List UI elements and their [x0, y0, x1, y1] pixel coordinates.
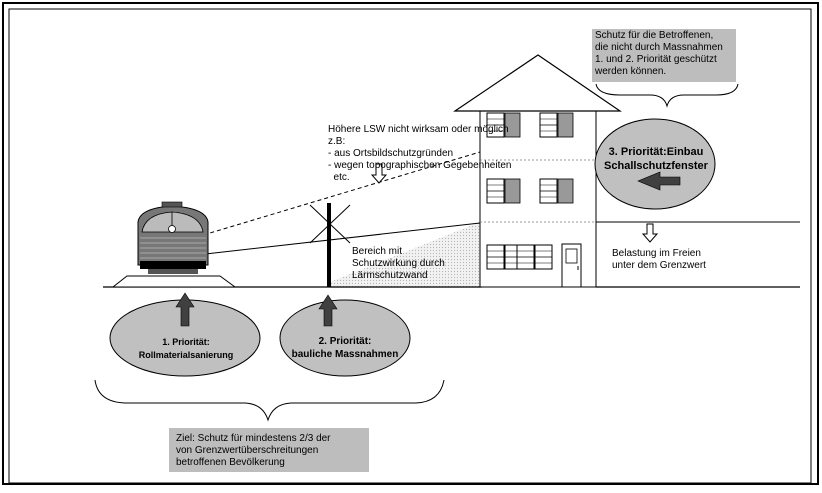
noise-wall [327, 203, 331, 287]
cross-line-2 [309, 204, 351, 244]
inner-frame [8, 8, 812, 484]
down-arrow-wall [370, 163, 388, 184]
window-mid-left [486, 178, 521, 204]
up-arrow-priority-2 [318, 294, 338, 327]
note-top-right-box [592, 29, 736, 82]
priority-2-ellipse [279, 299, 411, 377]
sight-line-upper [169, 151, 481, 246]
noise-wall-shade [330, 222, 480, 288]
train-bogie [148, 269, 198, 274]
note-top-right: Schutz für die Betroffenen, die nicht du… [595, 30, 723, 77]
goal-label: Ziel: Schutz für mindestens 2/3 der von … [176, 433, 331, 468]
door-window [565, 248, 578, 264]
down-arrow-outdoor [641, 223, 659, 243]
note-middle: Höhere LSW nicht wirksam oder möglich z.… [328, 124, 512, 183]
house-roof [453, 54, 622, 112]
outer-frame [2, 2, 819, 485]
train-bumper [140, 261, 206, 269]
priority-2-label: 2. Priorität: bauliche Massnahmen [291, 336, 399, 360]
priority-3-ellipse [594, 118, 716, 210]
train [111, 201, 237, 288]
house-windows [486, 112, 574, 270]
train-roof-unit [161, 201, 183, 208]
window-ground-right [516, 244, 553, 270]
up-arrow-priority-1 [175, 292, 195, 327]
priority-3-label: 3. Priorität:Einbau Schallschutzfenster [604, 146, 708, 172]
window-mid-right [539, 178, 574, 204]
noise-wall-area-label: Bereich mit Schutzwirkung durch Lärmschu… [352, 246, 445, 281]
goal-box [169, 428, 369, 472]
window-top-right [539, 112, 574, 138]
left-arrow-priority-3 [637, 171, 681, 191]
window-top-left [486, 112, 521, 138]
train-emblem [168, 225, 176, 233]
brace-bottom [94, 379, 445, 422]
priority-1-label: 1. Priorität: Rollmaterialsanierung [138, 337, 234, 360]
outdoor-load-label: Belastung im Freien unter dem Grenzwert [612, 248, 706, 271]
brace-top-right [595, 83, 739, 108]
sight-line-ground [169, 222, 481, 259]
rail-platform [111, 275, 237, 288]
